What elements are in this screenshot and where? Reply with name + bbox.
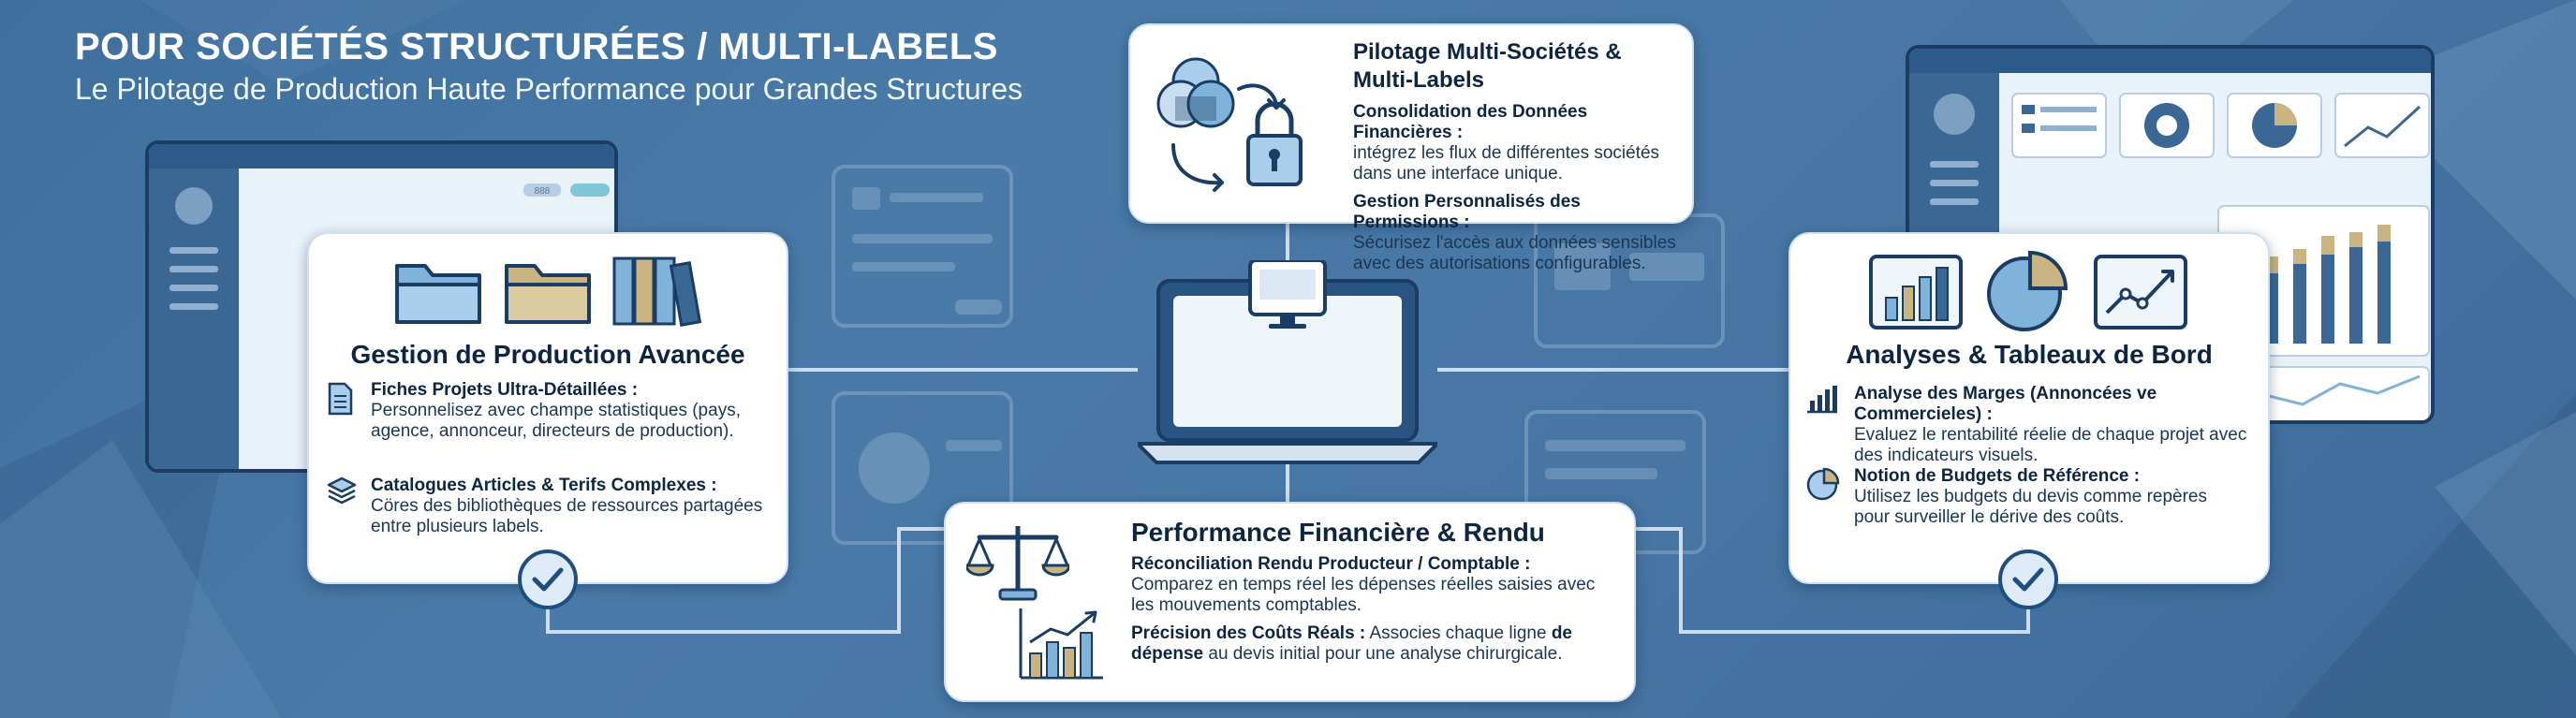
item-title: Réconciliation Rendu Producteur / Compta… — [1131, 554, 1531, 574]
item-title: Fiches Projets Ultra-Détaillées : — [371, 380, 639, 400]
item-text-part: Associes chaque ligne — [1365, 623, 1552, 643]
growth-chart-icon — [1019, 608, 1103, 680]
line-chart-icon — [2094, 255, 2187, 330]
folder-icon — [395, 264, 481, 324]
card-finance: Performance Financière & Rendu Réconcili… — [944, 502, 1636, 702]
item-text-part: au devis initial pour une analyse chirur… — [1203, 644, 1563, 664]
card-title: Gestion de Production Avancée — [350, 340, 745, 369]
bar-chart-icon — [1869, 255, 1963, 330]
stack-icon — [327, 476, 357, 505]
right-mockup-content — [1930, 93, 2430, 420]
item-title: Consolidation des Données Financières : — [1353, 102, 1588, 142]
laptop-icon — [1138, 260, 1437, 464]
item-text: Comparez en temps réel les dépenses réel… — [1131, 575, 1596, 615]
card-title: Performance Financière & Rendu — [1131, 518, 1545, 547]
scale-icon — [966, 526, 1069, 601]
card-title: Pilotage Multi-Sociétés & Multi-Labels — [1353, 39, 1622, 93]
card-production: Gestion de Production Avancée Fiches Pro… — [307, 232, 788, 584]
item-text: Sécurisez l'accès aux données sensibles … — [1353, 233, 1676, 273]
item-text: Cöres des bibliothèques de ressources pa… — [371, 496, 763, 536]
item-text: Précision des Coûts Réals : Associes cha… — [1131, 623, 1618, 665]
card-title: Analyses & Tableaux de Bord — [1846, 340, 2213, 369]
item-text: intégrez les flux de différentes société… — [1353, 143, 1660, 183]
pie-chart-icon — [1987, 250, 2068, 331]
item-text: Evaluez le rentabilité réelie de chaque … — [1854, 425, 2247, 465]
check-icon — [518, 549, 578, 609]
pie-chart-icon — [1806, 467, 1840, 501]
item-title: Analyse des Marges (Annoncées ve Commerc… — [1854, 384, 2157, 424]
item-text: Personnelisez avec champe statistiques (… — [371, 401, 741, 441]
folder-tan-icon — [505, 264, 591, 324]
mockup-tag: 888 — [535, 186, 551, 197]
item-title: Notion de Budgets de Référence : — [1854, 466, 2141, 486]
check-icon — [1998, 549, 2058, 609]
window-title-bar-right — [1909, 49, 2431, 73]
page-subtitle: Le Pilotage de Production Haute Performa… — [75, 72, 1023, 106]
binders-icon — [612, 256, 702, 327]
bar-chart-icon — [1807, 386, 1837, 414]
item-bold-part: de dépense — [1131, 623, 1573, 664]
database-cluster-icon — [1156, 57, 1303, 192]
item-title: Catalogues Articles & Terifs Complexes : — [371, 476, 717, 495]
card-analytics: Analyses & Tableaux de Bord Analyse des … — [1788, 232, 2270, 584]
card-multi-societes: Pilotage Multi-Sociétés & Multi-Labels C… — [1128, 23, 1694, 273]
left-mockup-content: 888 — [169, 183, 610, 310]
document-icon — [328, 382, 353, 416]
page-title: POUR SOCIÉTÉS STRUCTURÉES / MULTI-LABELS — [75, 26, 998, 67]
item-title: Gestion Personnalisés des Permissions : — [1353, 192, 1581, 232]
item-title: Précision des Coûts Réals : — [1131, 623, 1366, 643]
item-text: Utilisez les budgets du devis comme repè… — [1854, 487, 2208, 527]
window-title-bar — [149, 144, 614, 169]
header: POUR SOCIÉTÉS STRUCTURÉES / MULTI-LABELS… — [75, 24, 1023, 109]
padlock-icon — [1246, 101, 1303, 186]
